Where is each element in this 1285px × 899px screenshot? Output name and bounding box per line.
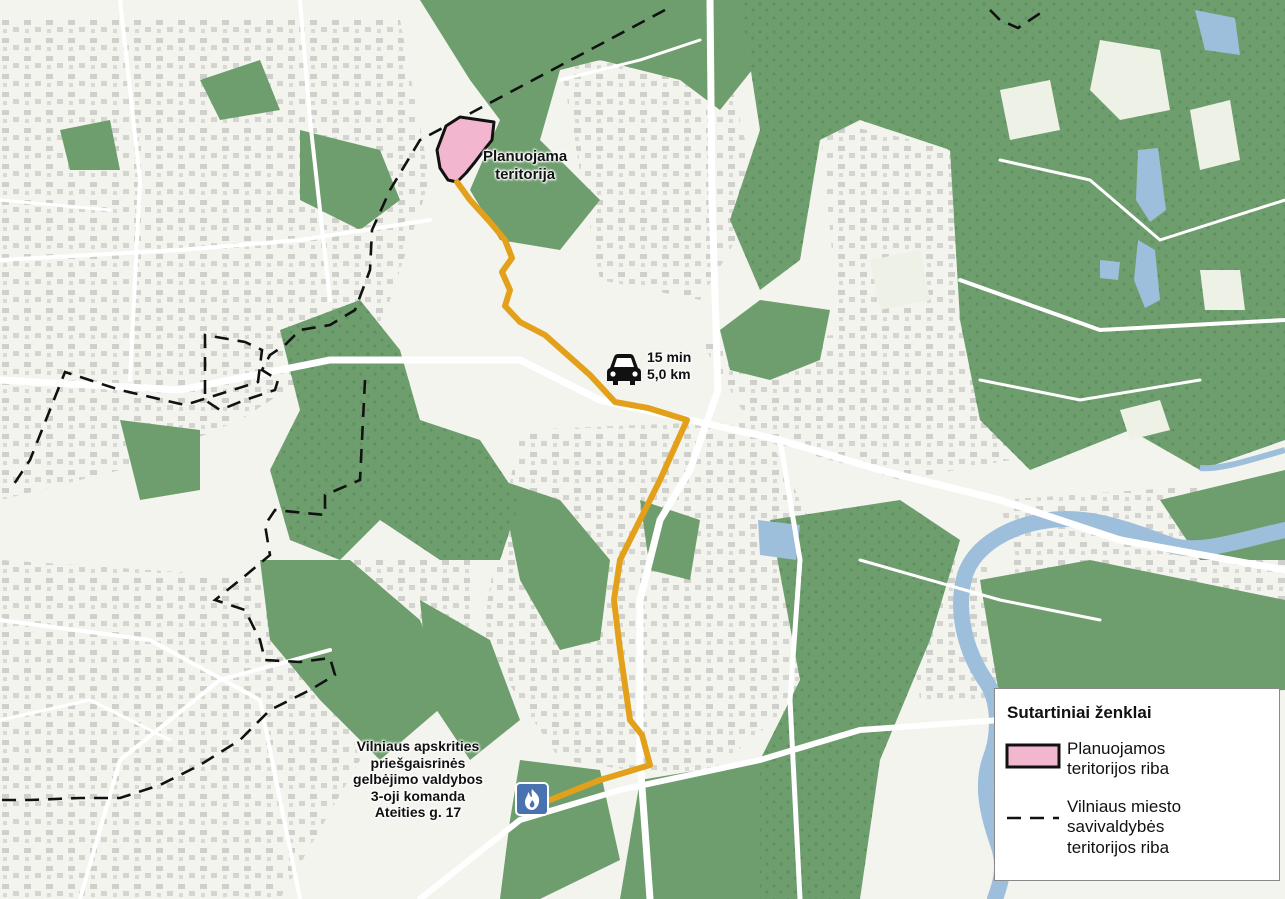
municipality-boundary xyxy=(8,8,666,491)
clearings xyxy=(870,40,1245,440)
fire-station-icon xyxy=(515,782,549,816)
car-icon xyxy=(604,348,644,388)
municipality-boundary-north xyxy=(989,8,1046,30)
route-line xyxy=(454,179,690,803)
fire-station-label: Vilniaus apskrities priešgaisrinės gelbė… xyxy=(353,738,483,821)
forest-areas xyxy=(60,0,1285,899)
legend-item-label: Vilniaus miesto savivaldybės teritorijos… xyxy=(1067,797,1182,857)
route-summary: 15 min 5,0 km xyxy=(647,349,691,382)
planned-area-label: Planuojama teritorija xyxy=(483,148,568,183)
planned-area xyxy=(435,115,496,184)
river-tributary xyxy=(1199,447,1285,472)
river xyxy=(953,511,1285,899)
planned-area-boundary-swatch xyxy=(1005,743,1061,769)
legend-panel: Sutartiniai ženklai Planuojamos teritori… xyxy=(994,688,1280,881)
legend-title: Sutartiniai ženklai xyxy=(1007,703,1152,722)
legend-item-municipality-boundary: Vilniaus miesto savivaldybės teritorijos… xyxy=(995,797,1281,877)
route-distance: 5,0 km xyxy=(647,365,691,382)
municipality-boundary-line xyxy=(1007,816,1059,820)
legend-item-planned-area: Planuojamos teritorijos riba xyxy=(995,739,1281,793)
legend-item-label: Planuojamos teritorijos riba xyxy=(1067,739,1170,779)
water-bodies xyxy=(758,10,1240,560)
route-time: 15 min xyxy=(647,349,692,365)
